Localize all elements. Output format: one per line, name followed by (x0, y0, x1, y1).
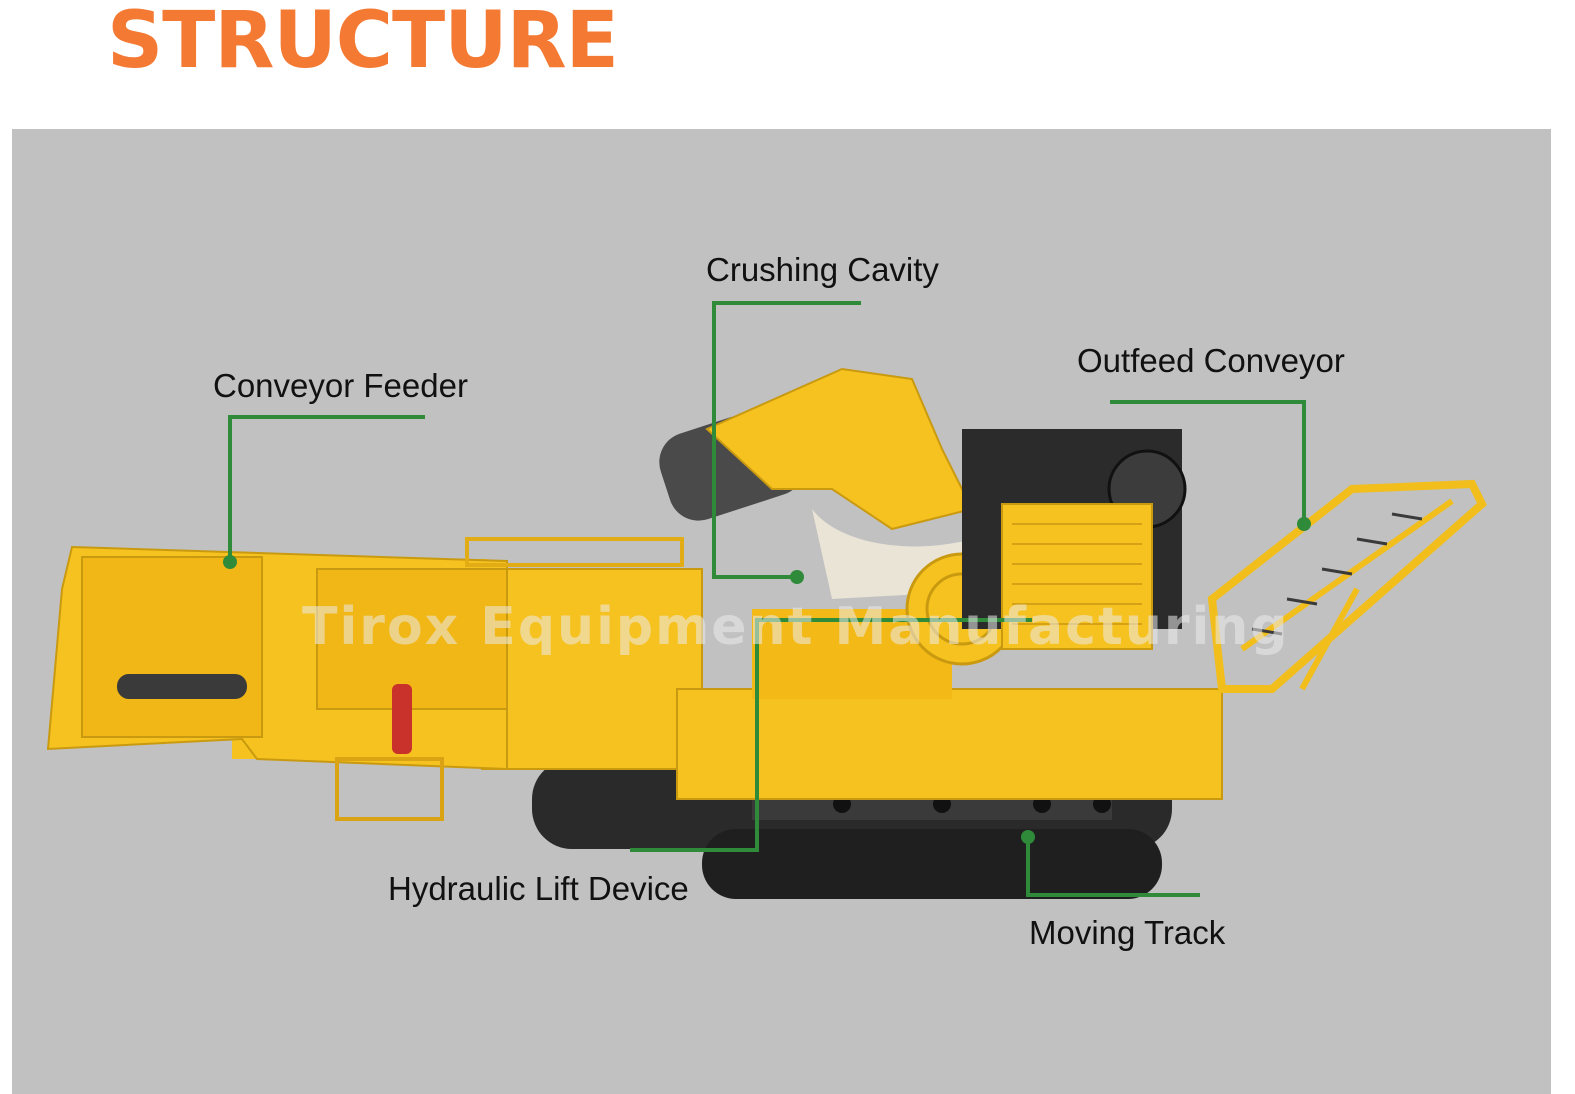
label-conveyor-feeder: Conveyor Feeder (213, 367, 468, 404)
label-crushing-cavity: Crushing Cavity (706, 251, 939, 288)
engine (962, 429, 1187, 650)
outfeed-conveyor (1207, 479, 1487, 693)
leader-dots (223, 517, 1311, 844)
label-moving-track: Moving Track (1029, 914, 1226, 951)
watermark: Tirox Equipment Manufacturing (302, 597, 1290, 657)
page-title: STRUCTURE (107, 0, 619, 86)
label-hydraulic-lift-device: Hydraulic Lift Device (388, 870, 689, 907)
diagram-panel: Tirox Equipment Manufacturing Crushing C… (12, 129, 1551, 1094)
label-outfeed-conveyor: Outfeed Conveyor (1077, 342, 1345, 379)
conveyor-feeder-hopper (46, 537, 684, 821)
leader-lines (228, 301, 1306, 897)
machine-illustration (46, 301, 1487, 899)
